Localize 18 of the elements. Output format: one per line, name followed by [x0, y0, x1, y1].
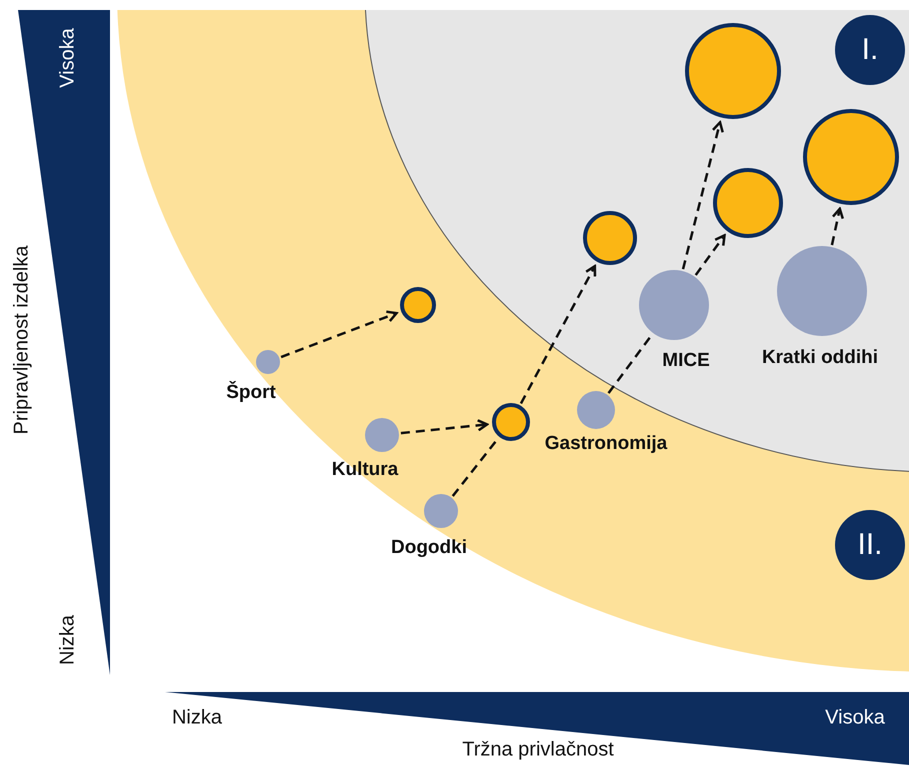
segment-label: MICE	[662, 350, 710, 372]
segment-label: Kultura	[332, 459, 398, 481]
axis-end-label: Nizka	[56, 615, 80, 665]
arrow	[682, 121, 724, 270]
arrow	[830, 208, 844, 246]
axis-title: Pripravljenost izdelka	[10, 246, 34, 434]
arrow	[280, 310, 398, 358]
arrow	[694, 234, 726, 276]
segment-label: Kratki oddihi	[762, 347, 878, 369]
axis-end-label: Visoka	[56, 28, 80, 88]
segment-label: Šport	[226, 382, 276, 404]
axis-end-label: Visoka	[825, 706, 885, 730]
axis-end-label: Nizka	[172, 706, 222, 730]
axis-title: Tržna privlačnost	[462, 738, 614, 762]
arrow	[400, 419, 488, 434]
segment-label: Gastronomija	[544, 433, 668, 455]
arrow	[520, 264, 596, 404]
segment-label: Dogodki	[391, 537, 467, 559]
